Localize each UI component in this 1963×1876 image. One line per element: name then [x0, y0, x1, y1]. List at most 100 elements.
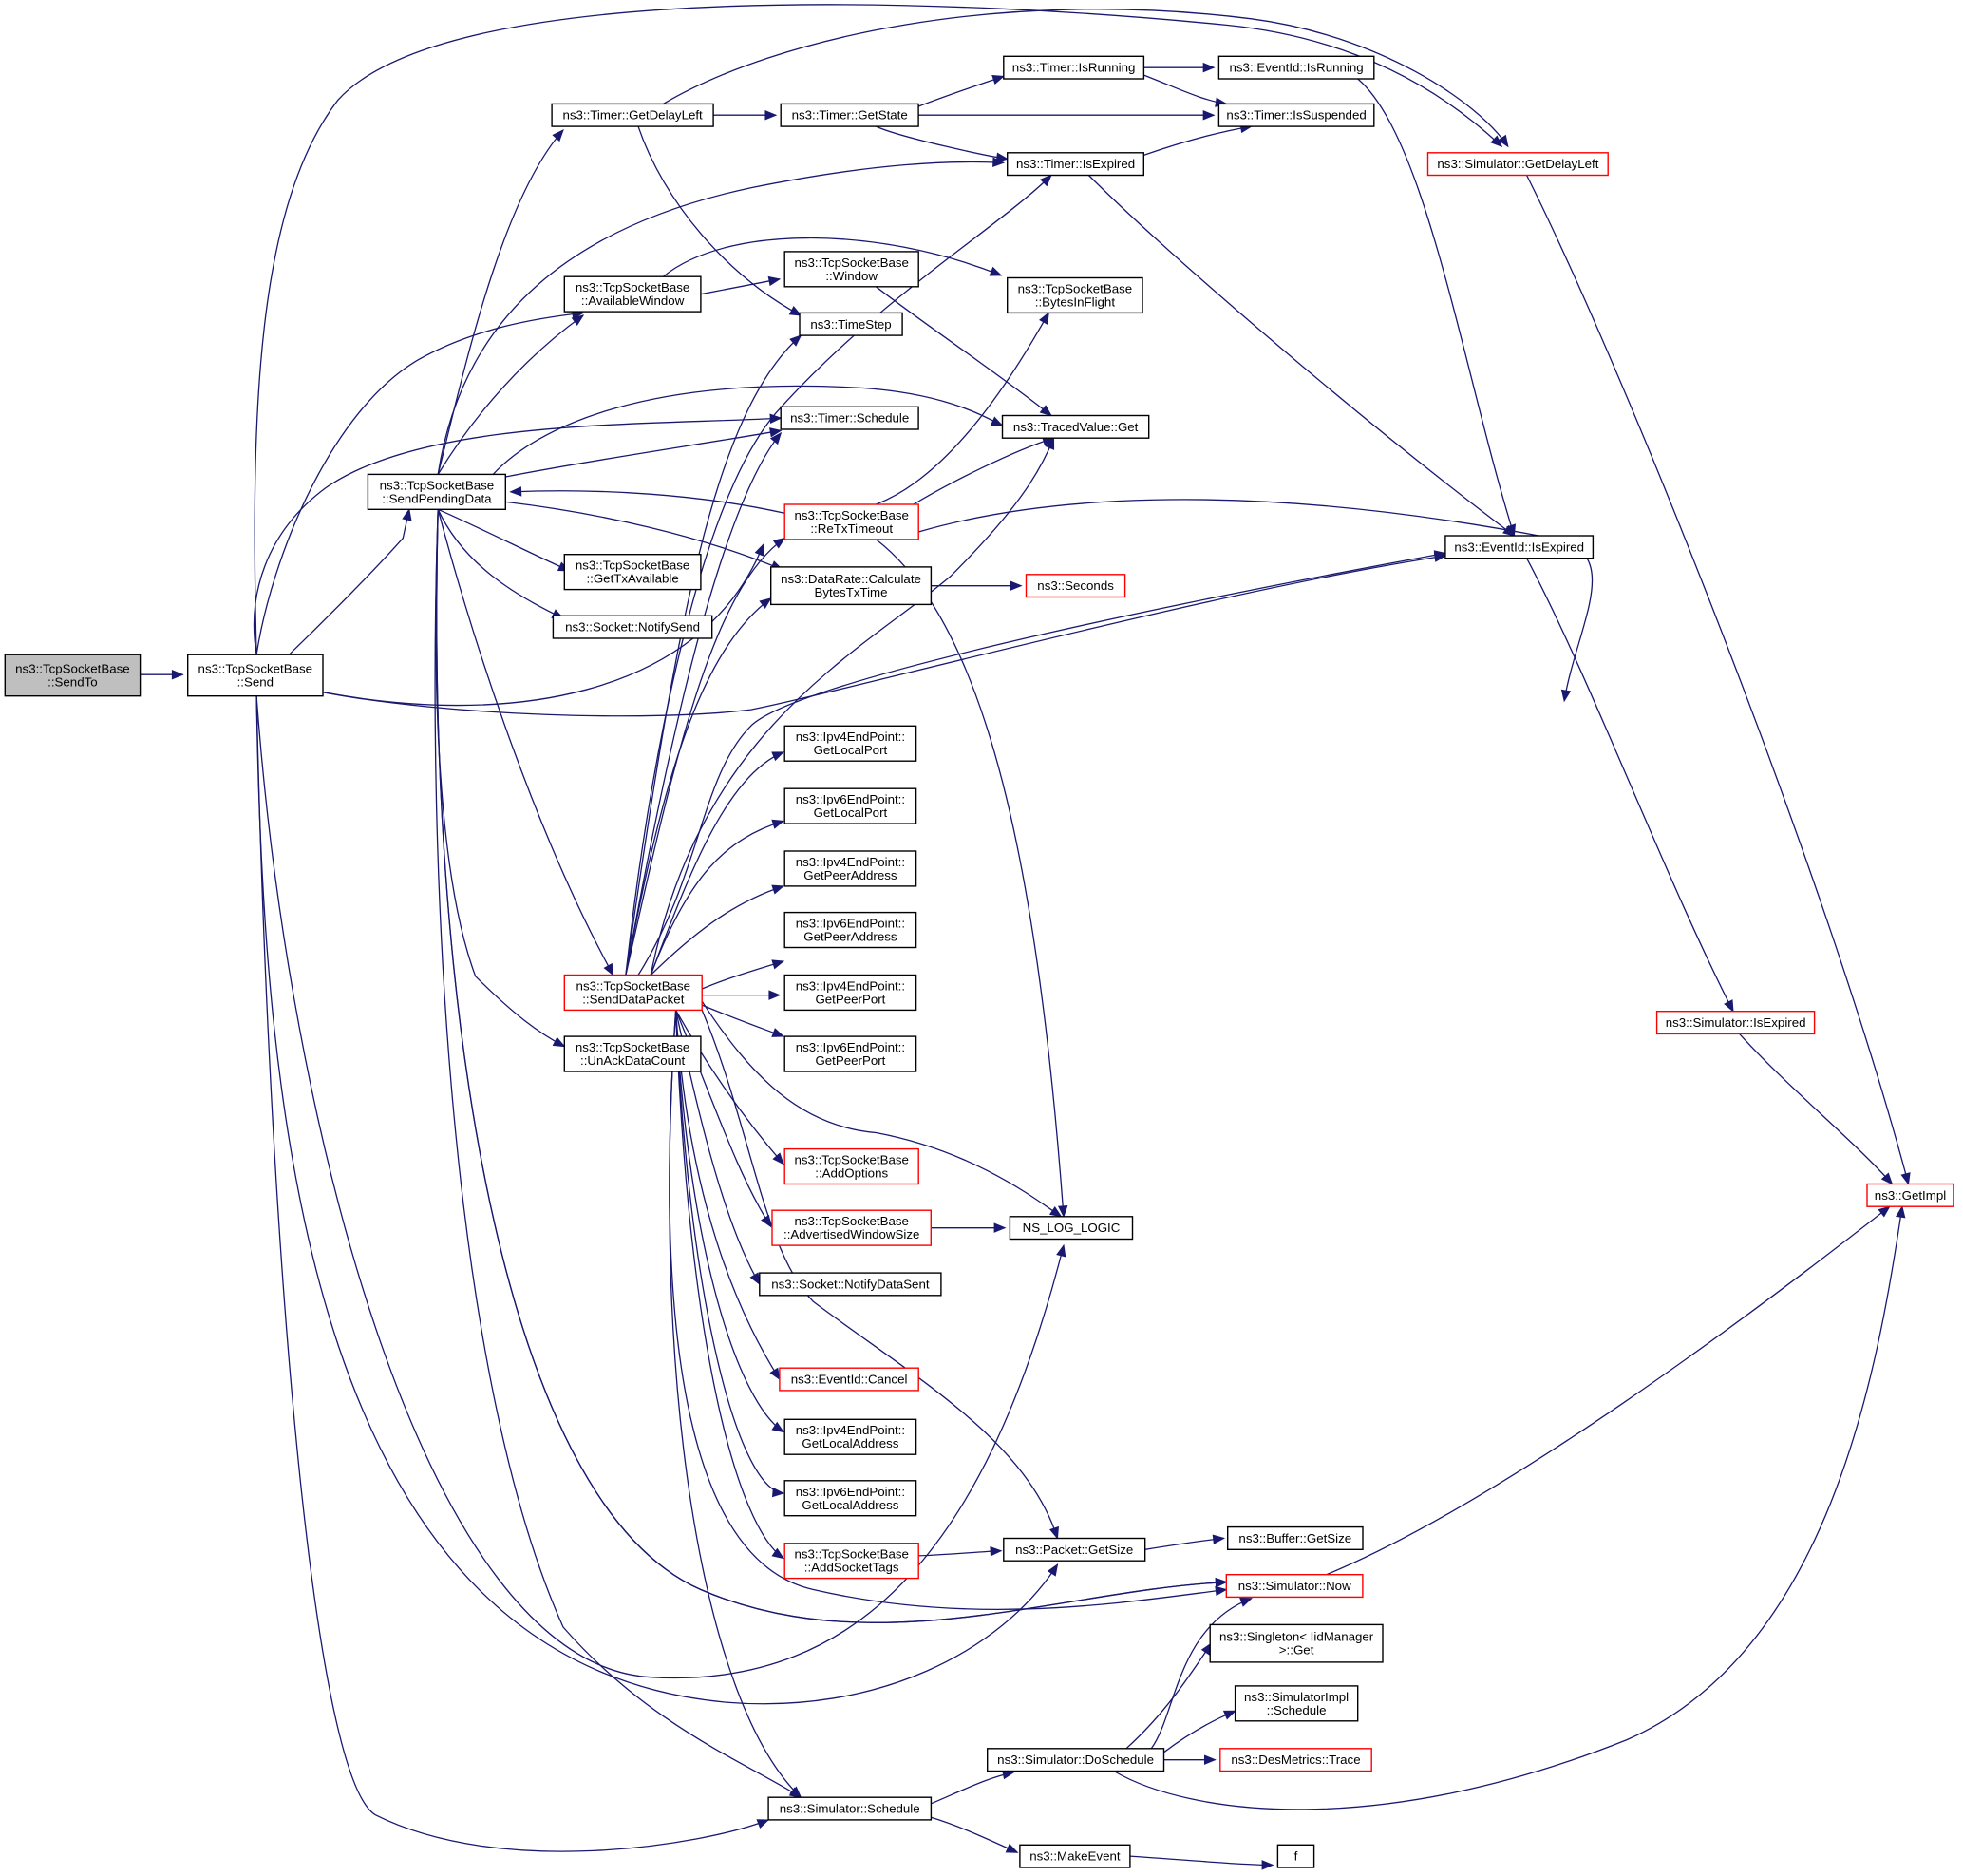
function-node-simgetdelayleft[interactable]: ns3::Simulator::GetDelayLeft [1426, 152, 1609, 177]
node-box [1225, 1573, 1364, 1599]
call-edge-SendDataPacket-to-TracedValueGet [650, 436, 1055, 976]
edge-line [674, 1010, 781, 1380]
call-edge-TimerGetDelayLeft-to-TimerGetState [713, 109, 778, 121]
function-node-notifysend[interactable]: ns3::Socket::NotifySend [552, 615, 713, 639]
function-node-send[interactable]: ns3::TcpSocketBase::Send [186, 654, 324, 697]
node-label-line: ns3::Timer::GetState [792, 108, 908, 123]
call-edge-SimGetDelayLeft-to-GetImpl [1526, 175, 1911, 1185]
node-box [367, 473, 506, 510]
function-node-buffergetsize[interactable]: ns3::Buffer::GetSize [1226, 1525, 1364, 1550]
function-node-advertisedwindowsize[interactable]: ns3::TcpSocketBase::AdvertisedWindowSize [771, 1209, 933, 1246]
node-label-line: ns3::TcpSocketBase [1018, 282, 1132, 296]
arrowhead [749, 1272, 761, 1286]
function-node-timerissuspended[interactable]: ns3::Timer::IsSuspended [1217, 103, 1375, 127]
node-label-line: ns3::Timer::IsSuspended [1226, 108, 1366, 123]
function-node-timergetdelayleft[interactable]: ns3::Timer::GetDelayLeft [551, 103, 714, 127]
function-node-ipv4getlocaladdress[interactable]: ns3::Ipv4EndPoint::GetLocalAddress [783, 1418, 917, 1455]
node-label-line: ns3::Timer::Schedule [790, 411, 909, 426]
function-node-ipv6getpeerport[interactable]: ns3::Ipv6EndPoint::GetPeerPort [783, 1035, 917, 1072]
function-node-sendto[interactable]: ns3::TcpSocketBase::SendTo [4, 654, 142, 697]
function-node-ipv4getlocalport[interactable]: ns3::Ipv4EndPoint::GetLocalPort [783, 725, 917, 762]
node-label-line: ns3::Simulator::IsExpired [1666, 1015, 1806, 1030]
function-node-ipv4getpeeraddress[interactable]: ns3::Ipv4EndPoint::GetPeerAddress [783, 850, 917, 887]
node-box [1226, 1525, 1364, 1550]
function-node-window[interactable]: ns3::TcpSocketBase::Window [783, 251, 919, 288]
function-node-simisexpired[interactable]: ns3::Simulator::IsExpired [1655, 1010, 1816, 1035]
function-node-timerisexpired[interactable]: ns3::Timer::IsExpired [1006, 152, 1144, 177]
function-node-ns-log-logic[interactable]: NS_LOG_LOGIC [1009, 1216, 1134, 1241]
node-label-line: ::GetTxAvailable [586, 572, 678, 586]
edge-line [918, 499, 1594, 702]
node-label-line: GetLocalAddress [802, 1498, 898, 1512]
function-node-retxtimeout[interactable]: ns3::TcpSocketBase::ReTxTimeout [783, 503, 919, 540]
node-box [552, 615, 713, 639]
node-box [986, 1748, 1165, 1772]
function-node-senddatapacket[interactable]: ns3::TcpSocketBase::SendDataPacket [563, 974, 703, 1012]
function-node-f[interactable]: f [1276, 1844, 1315, 1868]
function-node-sendpendingdata[interactable]: ns3::TcpSocketBase::SendPendingData [367, 473, 506, 510]
node-label-line: ns3::Timer::IsExpired [1016, 157, 1135, 171]
node-box [771, 1209, 933, 1246]
call-edge-TimerIsExpired-to-EventIdIsExpired [1087, 175, 1516, 537]
function-node-eventidcancel[interactable]: ns3::EventId::Cancel [779, 1367, 919, 1392]
function-node-makeevent[interactable]: ns3::MakeEvent [1019, 1844, 1131, 1868]
node-label-line: GetPeerAddress [803, 930, 897, 944]
arrowhead [754, 542, 764, 557]
function-node-doschedule[interactable]: ns3::Simulator::DoSchedule [986, 1748, 1165, 1772]
arrowhead [1498, 134, 1509, 148]
function-node-addoptions[interactable]: ns3::TcpSocketBase::AddOptions [783, 1147, 919, 1185]
function-node-ipv6getpeeraddress[interactable]: ns3::Ipv6EndPoint::GetPeerAddress [783, 911, 917, 949]
call-edge-SendDataPacket-to-Ipv4GetLocalAddress [674, 1010, 784, 1433]
function-node-notifydatasent[interactable]: ns3::Socket::NotifyDataSent [759, 1272, 942, 1297]
function-node-availablewindow[interactable]: ns3::TcpSocketBase::AvailableWindow [563, 275, 702, 313]
function-node-singletonget[interactable]: ns3::Singleton< IidManager>::Get [1209, 1623, 1384, 1663]
node-label-line: ns3::TcpSocketBase [576, 559, 689, 573]
call-edge-SendDataPacket-to-TimerIsExpired [625, 174, 1052, 976]
arrowhead [771, 751, 785, 762]
function-node-getimpl[interactable]: ns3::GetImpl [1866, 1183, 1954, 1207]
function-node-gettxavailable[interactable]: ns3::TcpSocketBase::GetTxAvailable [563, 554, 702, 591]
function-node-ipv6getlocalport[interactable]: ns3::Ipv6EndPoint::GetLocalPort [783, 787, 917, 824]
function-node-timergetstate[interactable]: ns3::Timer::GetState [780, 103, 919, 127]
arrowhead [1039, 405, 1052, 417]
function-node-simulatorschedule[interactable]: ns3::Simulator::Schedule [767, 1796, 933, 1821]
function-node-eventidisexpired[interactable]: ns3::EventId::IsExpired [1444, 535, 1595, 559]
edge-line [650, 751, 784, 976]
node-box [1001, 414, 1150, 439]
node-label-line: ns3::Simulator::DoSchedule [997, 1753, 1154, 1767]
function-node-packetgetsize[interactable]: ns3::Packet::GetSize [1003, 1537, 1146, 1562]
node-label-line: ::AvailableWindow [581, 294, 685, 308]
node-box [1866, 1183, 1954, 1207]
function-node-desmetricstrace[interactable]: ns3::DesMetrics::Trace [1219, 1748, 1372, 1772]
node-label-line: ns3::TimeStep [810, 317, 891, 332]
function-node-eventidisrunning[interactable]: ns3::EventId::IsRunning [1217, 55, 1375, 80]
call-edge-AddSocketTags-to-PacketGetSize [918, 1545, 1003, 1557]
function-node-timestep[interactable]: ns3::TimeStep [799, 312, 903, 336]
function-node-seconds[interactable]: ns3::Seconds [1025, 574, 1126, 598]
call-edge-EventIdIsExpired-to-SimIsExpired [1526, 558, 1734, 1013]
node-label-line: ns3::DesMetrics::Trace [1231, 1753, 1360, 1767]
call-edge-SendPendingData-to-AvailableWindow [437, 314, 585, 475]
node-box [783, 974, 917, 1012]
node-label-line: f [1294, 1849, 1298, 1864]
function-node-tracedvalueget[interactable]: ns3::TracedValue::Get [1001, 414, 1150, 439]
function-node-addsockettags[interactable]: ns3::TcpSocketBase::AddSocketTags [783, 1542, 919, 1580]
arrowhead [603, 962, 614, 976]
function-node-timerschedule[interactable]: ns3::Timer::Schedule [780, 406, 919, 430]
function-node-simulatornow[interactable]: ns3::Simulator::Now [1225, 1573, 1364, 1599]
function-node-simulatorimplschedule[interactable]: ns3::SimulatorImpl::Schedule [1234, 1685, 1359, 1722]
function-node-ipv4getpeerport[interactable]: ns3::Ipv4EndPoint::GetPeerPort [783, 974, 917, 1012]
call-edge-SendPendingData-to-NotifySend [437, 509, 565, 619]
function-node-timerisrunning[interactable]: ns3::Timer::IsRunning [1003, 55, 1145, 80]
edge-line [435, 509, 565, 1048]
arrowhead [1056, 1243, 1066, 1258]
function-node-bytesinflight[interactable]: ns3::TcpSocketBase::BytesInFlight [1006, 276, 1143, 314]
node-box [1444, 535, 1595, 559]
call-edge-TimerIsExpired-to-TimerIsSuspended [1143, 123, 1254, 157]
function-node-unackdatacount[interactable]: ns3::TcpSocketBase::UnAckDataCount [563, 1035, 702, 1072]
call-edge-Send-to-ReTxTimeout [322, 542, 764, 707]
call-edge-ReTxTimeout-to-SendPendingData [509, 486, 785, 514]
function-node-ipv6getlocaladdress[interactable]: ns3::Ipv6EndPoint::GetLocalAddress [783, 1480, 917, 1517]
call-edge-TimerIsRunning-to-TimerIsSuspended [1143, 74, 1228, 107]
